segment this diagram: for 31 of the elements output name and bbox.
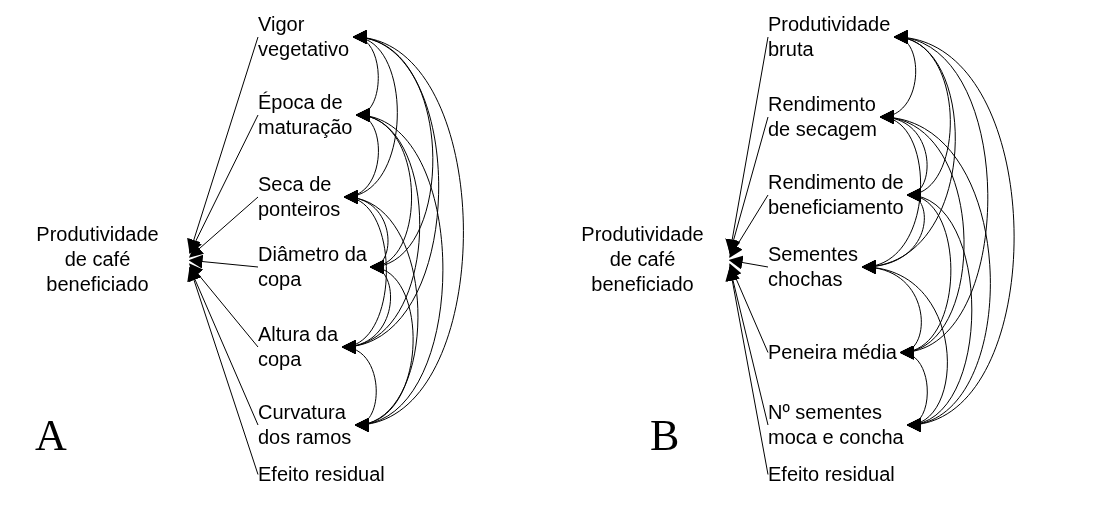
variable-label: Produtividade bruta (768, 12, 895, 62)
path-arrow (188, 196, 259, 258)
variable-label: Nº sementes moca e concha (768, 400, 908, 450)
variable-label: Efeito residual (258, 462, 389, 487)
path-arrow (188, 254, 259, 269)
path-arrow (728, 255, 769, 270)
variable-label: Peneira média (768, 340, 901, 365)
variable-label: Seca de ponteiros (258, 172, 345, 222)
variable-label: Rendimento de secagem (768, 92, 881, 142)
path-arrow (187, 266, 259, 475)
path-arrow (729, 194, 769, 258)
path-arrow (188, 266, 259, 426)
correlation-arc (899, 347, 928, 429)
correlation-arc (341, 342, 377, 429)
variable-label: Efeito residual (768, 462, 899, 487)
path-arrow (726, 116, 769, 255)
variable-label: Sementes chochas (768, 242, 863, 292)
variable-label: Vigor vegetativo (258, 12, 354, 62)
panel-label: A (35, 412, 67, 460)
variable-label: Diâmetro da copa (258, 242, 371, 292)
path-arrow (189, 114, 259, 254)
panel-label: B (650, 412, 680, 460)
path-arrow (189, 263, 259, 348)
variable-label: Curvatura dos ramos (258, 400, 356, 450)
variable-label: Altura da copa (258, 322, 343, 372)
outcome-variable-label: Produtividade de café beneficiado (555, 222, 730, 298)
variable-label: Época de maturação (258, 90, 357, 140)
path-arrow (728, 263, 769, 353)
outcome-variable-label: Produtividade de café beneficiado (5, 222, 190, 298)
path-arrow (725, 266, 769, 475)
variable-label: Rendimento de beneficiamento (768, 170, 908, 220)
